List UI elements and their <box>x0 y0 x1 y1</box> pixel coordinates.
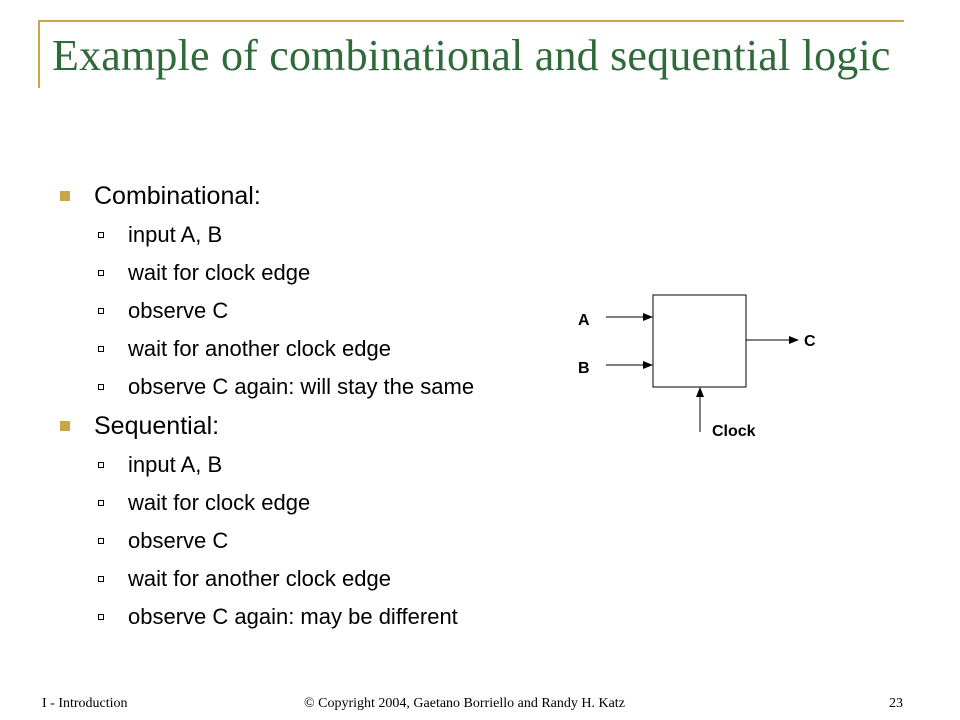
input-b-label: B <box>578 360 590 377</box>
hollow-square-bullet-icon <box>98 232 104 238</box>
list-item-text: input A, B <box>128 222 223 247</box>
logic-block-box <box>652 294 747 388</box>
hollow-square-bullet-icon <box>98 576 104 582</box>
section-heading-combinational: Combinational: <box>58 176 578 216</box>
footer-page-number: 23 <box>889 696 903 711</box>
slide-title: Example of combinational and sequential … <box>52 31 891 80</box>
hollow-square-bullet-icon <box>98 346 104 352</box>
list-item: wait for clock edge <box>58 254 578 292</box>
list-item: observe C <box>58 522 578 560</box>
list-item: observe C again: may be different <box>58 598 578 636</box>
diagram-drawing <box>606 294 799 432</box>
square-bullet-icon <box>60 191 70 201</box>
section-heading-text: Sequential: <box>94 412 220 440</box>
logic-block-diagram: A B C Clock <box>560 284 820 454</box>
hollow-square-bullet-icon <box>98 614 104 620</box>
bullet-list: Combinational: input A, B wait for clock… <box>58 176 578 636</box>
footer-section-title: I - Introduction <box>42 696 128 711</box>
list-item-text: observe C again: may be different <box>128 604 458 629</box>
hollow-square-bullet-icon <box>98 270 104 276</box>
section-heading-sequential: Sequential: <box>58 406 578 446</box>
list-item: wait for clock edge <box>58 484 578 522</box>
hollow-square-bullet-icon <box>98 462 104 468</box>
clock-label: Clock <box>712 423 756 440</box>
frame-top-line <box>38 20 904 22</box>
input-a-label: A <box>578 312 590 329</box>
footer-copyright: © Copyright 2004, Gaetano Borriello and … <box>304 696 625 711</box>
list-item-text: observe C <box>128 528 229 553</box>
list-item-text: observe C again: will stay the same <box>128 374 475 399</box>
list-item-text: observe C <box>128 298 229 323</box>
hollow-square-bullet-icon <box>98 500 104 506</box>
list-item-text: wait for clock edge <box>128 490 311 515</box>
section-heading-text: Combinational: <box>94 182 261 210</box>
list-item: wait for another clock edge <box>58 560 578 598</box>
list-item: input A, B <box>58 446 578 484</box>
hollow-square-bullet-icon <box>98 308 104 314</box>
hollow-square-bullet-icon <box>98 384 104 390</box>
square-bullet-icon <box>60 421 70 431</box>
list-item-text: input A, B <box>128 452 223 477</box>
hollow-square-bullet-icon <box>98 538 104 544</box>
output-c-label: C <box>804 333 816 350</box>
frame-left-line <box>38 20 40 88</box>
list-item-text: wait for another clock edge <box>128 336 391 361</box>
list-item: input A, B <box>58 216 578 254</box>
list-item-text: wait for another clock edge <box>128 566 391 591</box>
list-item: observe C <box>58 292 578 330</box>
list-item: wait for another clock edge <box>58 330 578 368</box>
list-item: observe C again: will stay the same <box>58 368 578 406</box>
list-item-text: wait for clock edge <box>128 260 311 285</box>
